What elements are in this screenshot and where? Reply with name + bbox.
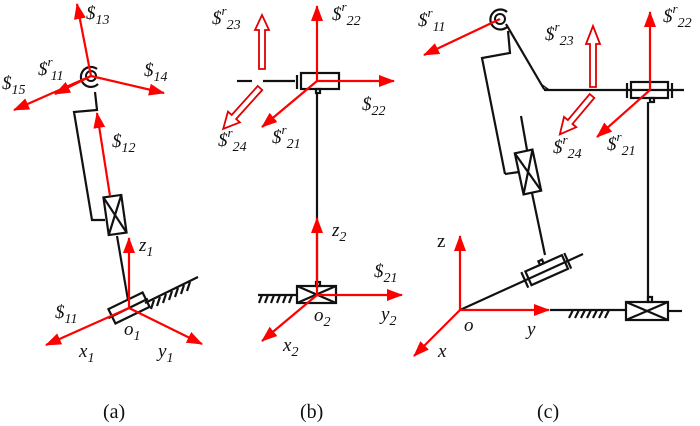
prismatic-joint-a bbox=[102, 193, 128, 237]
base-prismatic-joint-c bbox=[624, 295, 682, 322]
link-c-offset bbox=[480, 30, 512, 175]
label-z: z bbox=[437, 231, 445, 252]
screw-r24-hollow-arrow-c bbox=[558, 92, 596, 136]
panel-b: $r23 $r22 $22 $r24 $r21 z2 $21 o2 y2 x2 … bbox=[212, 0, 403, 423]
screw-r21-arrow bbox=[261, 80, 318, 128]
screw-12-arrow bbox=[93, 112, 112, 197]
label-s12: $12 bbox=[112, 131, 136, 156]
screw-r11-arrow bbox=[54, 75, 92, 95]
label-z2: z2 bbox=[331, 220, 346, 245]
label-y1: y1 bbox=[156, 341, 173, 366]
link-c-diagonal bbox=[505, 23, 545, 90]
prismatic-joint-c bbox=[513, 148, 543, 196]
ground-c bbox=[568, 309, 610, 319]
label-x2: x2 bbox=[282, 335, 298, 360]
label-sr21-c: $r21 bbox=[607, 129, 636, 159]
label-sr24: $r24 bbox=[218, 125, 247, 155]
label-sr23: $r23 bbox=[212, 3, 241, 33]
label-s13: $13 bbox=[86, 3, 110, 28]
link-a-lower bbox=[115, 235, 130, 301]
label-sr22-c: $r22 bbox=[663, 1, 692, 31]
cylindrical-joint-c-inclined bbox=[520, 252, 573, 289]
screw-r11-arrow-c bbox=[423, 18, 501, 56]
screw-r23-hollow-arrow-c bbox=[584, 23, 602, 88]
caption-c: (c) bbox=[537, 401, 559, 423]
label-y2: y2 bbox=[379, 304, 396, 329]
label-x: x bbox=[437, 341, 447, 362]
x1-axis-screw-11 bbox=[45, 306, 130, 347]
label-o1: o1 bbox=[124, 319, 141, 344]
label-o2: o2 bbox=[314, 305, 331, 330]
screw-r21-arrow-c bbox=[596, 89, 651, 138]
link-a-upper bbox=[72, 91, 105, 222]
screw-13-arrow bbox=[73, 3, 93, 77]
label-sr21: $r21 bbox=[272, 122, 301, 152]
panel-c: $r11 $r23 $r22 $r24 $r21 z o y x (c) bbox=[413, 1, 692, 423]
label-o: o bbox=[464, 315, 474, 336]
caption-b: (b) bbox=[300, 401, 323, 423]
y1-axis bbox=[128, 307, 203, 345]
spherical-joint-c bbox=[489, 8, 509, 31]
label-y: y bbox=[525, 319, 536, 340]
label-sr23-c: $r23 bbox=[545, 19, 574, 49]
label-s14: $14 bbox=[144, 60, 168, 85]
label-s15: $15 bbox=[2, 73, 26, 98]
label-s22: $22 bbox=[362, 94, 386, 119]
label-sr22: $r22 bbox=[332, 0, 361, 29]
screw-r23-hollow-arrow bbox=[253, 12, 271, 70]
ground-a bbox=[144, 276, 199, 310]
screw-r24-hollow-arrow bbox=[221, 84, 264, 131]
ground-b bbox=[257, 293, 297, 304]
x-axis bbox=[413, 309, 461, 357]
caption-a: (a) bbox=[103, 401, 125, 423]
label-s11: $11 bbox=[55, 302, 77, 327]
label-s21: $21 bbox=[374, 261, 398, 286]
inclined-axis-c bbox=[459, 252, 584, 312]
label-sr11-c: $r11 bbox=[418, 5, 446, 35]
x2-axis bbox=[261, 294, 318, 342]
label-x1: x1 bbox=[78, 341, 94, 366]
label-sr24-c: $r24 bbox=[553, 132, 582, 162]
screw-14-arrow bbox=[90, 74, 165, 96]
label-z1: z1 bbox=[138, 235, 153, 260]
link-c-lower bbox=[530, 192, 547, 256]
